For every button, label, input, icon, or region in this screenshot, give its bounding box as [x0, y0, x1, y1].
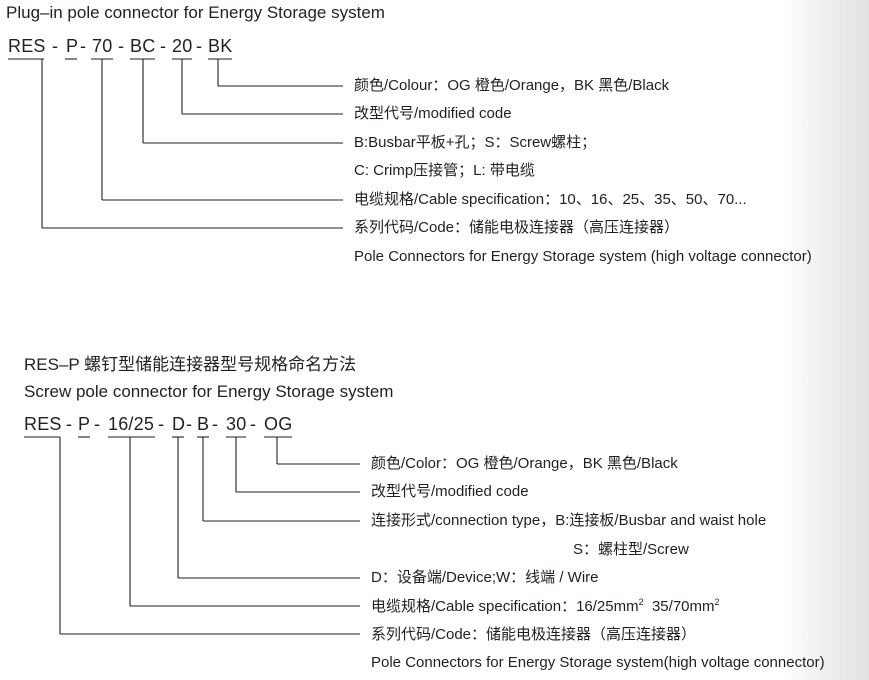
desc1-cable: 电缆规格/Cable specification：10、16、25、35、50、… — [354, 191, 747, 208]
desc1-type-c: C: Crimp压接管；L: 带电缆 — [354, 162, 535, 179]
code2-dash-4: - — [186, 414, 193, 434]
desc2-code-en: Pole Connectors for Energy Storage syste… — [371, 654, 825, 671]
code2-cable: 16/25 — [108, 414, 155, 434]
desc1-type-b: B:Busbar平板+孔；S：Screw螺柱； — [354, 134, 597, 151]
code1-dash-3: - — [118, 36, 125, 56]
desc1-modified: 改型代号/modified code — [354, 105, 512, 122]
section2-title-cn: RES–P 螺钉型储能连接器型号规格命名方法 — [24, 355, 357, 374]
code1-type: BC — [130, 36, 156, 56]
code1-dash-2: - — [80, 36, 87, 56]
code2-dash-1: - — [66, 414, 73, 434]
desc2-modified: 改型代号/modified code — [371, 483, 529, 500]
section1-title: Plug–in pole connector for Energy Storag… — [6, 3, 385, 22]
desc2-cable-sup-2: 2 — [714, 597, 720, 607]
code2-dash-2: - — [94, 414, 101, 434]
code2-colour: OG — [264, 414, 293, 434]
code2-conn: B — [197, 414, 210, 434]
desc1-colour: 颜色/Colour：OG 橙色/Orange，BK 黑色/Black — [354, 77, 670, 94]
desc2-code: 系列代码/Code：储能电极连接器（高压连接器） — [371, 626, 697, 643]
code1-colour: BK — [208, 36, 233, 56]
code2-p: P — [78, 414, 91, 434]
code2-dash-6: - — [250, 414, 257, 434]
code1-dash-1: - — [52, 36, 59, 56]
code1-modified: 20 — [172, 36, 193, 56]
desc2-conn-b: 连接形式/connection type，B:连接板/Busbar and wa… — [371, 512, 767, 529]
code2-end: D — [172, 414, 186, 434]
desc1-code-en: Pole Connectors for Energy Storage syste… — [354, 248, 812, 265]
code2-dash-3: - — [158, 414, 165, 434]
code1-series: RES — [8, 36, 46, 56]
desc2-cable-sup-1: 2 — [638, 597, 644, 607]
desc1-code: 系列代码/Code：储能电极连接器（高压连接器） — [354, 219, 680, 236]
desc2-conn-s: S：螺柱型/Screw — [573, 541, 689, 558]
desc2-end: D：设备端/Device;W：线端 / Wire — [371, 569, 599, 586]
desc2-cable-alt: 35/70mm — [651, 598, 715, 615]
code1-dash-4: - — [160, 36, 167, 56]
desc2-cable: 电缆规格/Cable specification：16/25mm2 35/70m… — [371, 597, 720, 615]
page-edge-shading — [779, 0, 869, 680]
code1-p: P — [66, 36, 79, 56]
code2-dash-5: - — [212, 414, 219, 434]
desc2-colour: 颜色/Color：OG 橙色/Orange，BK 黑色/Black — [371, 455, 678, 472]
code2-series: RES — [24, 414, 62, 434]
desc2-cable-main: 电缆规格/Cable specification：16/25mm — [371, 598, 639, 615]
code2-modified: 30 — [226, 414, 247, 434]
code1-dash-5: - — [196, 36, 203, 56]
section2-title: Screw pole connector for Energy Storage … — [24, 382, 394, 401]
code1-cable: 70 — [92, 36, 113, 56]
